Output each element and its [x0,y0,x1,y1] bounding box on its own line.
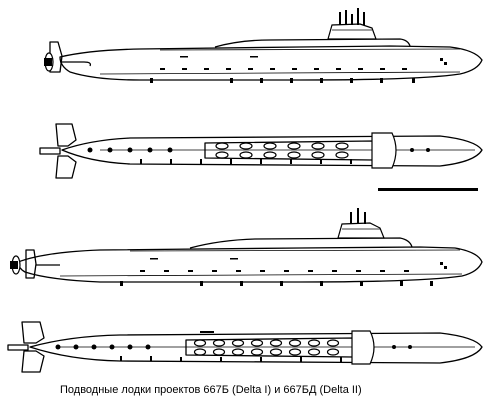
sub4-top-plan [7,321,483,373]
figure-caption: Подводные лодки проектов 667Б (Delta I) … [60,384,362,396]
sub1-side-profile [44,8,483,83]
scale-bar [378,188,478,191]
sub3-side-profile [10,208,483,286]
sub2-top-plan [39,123,483,179]
